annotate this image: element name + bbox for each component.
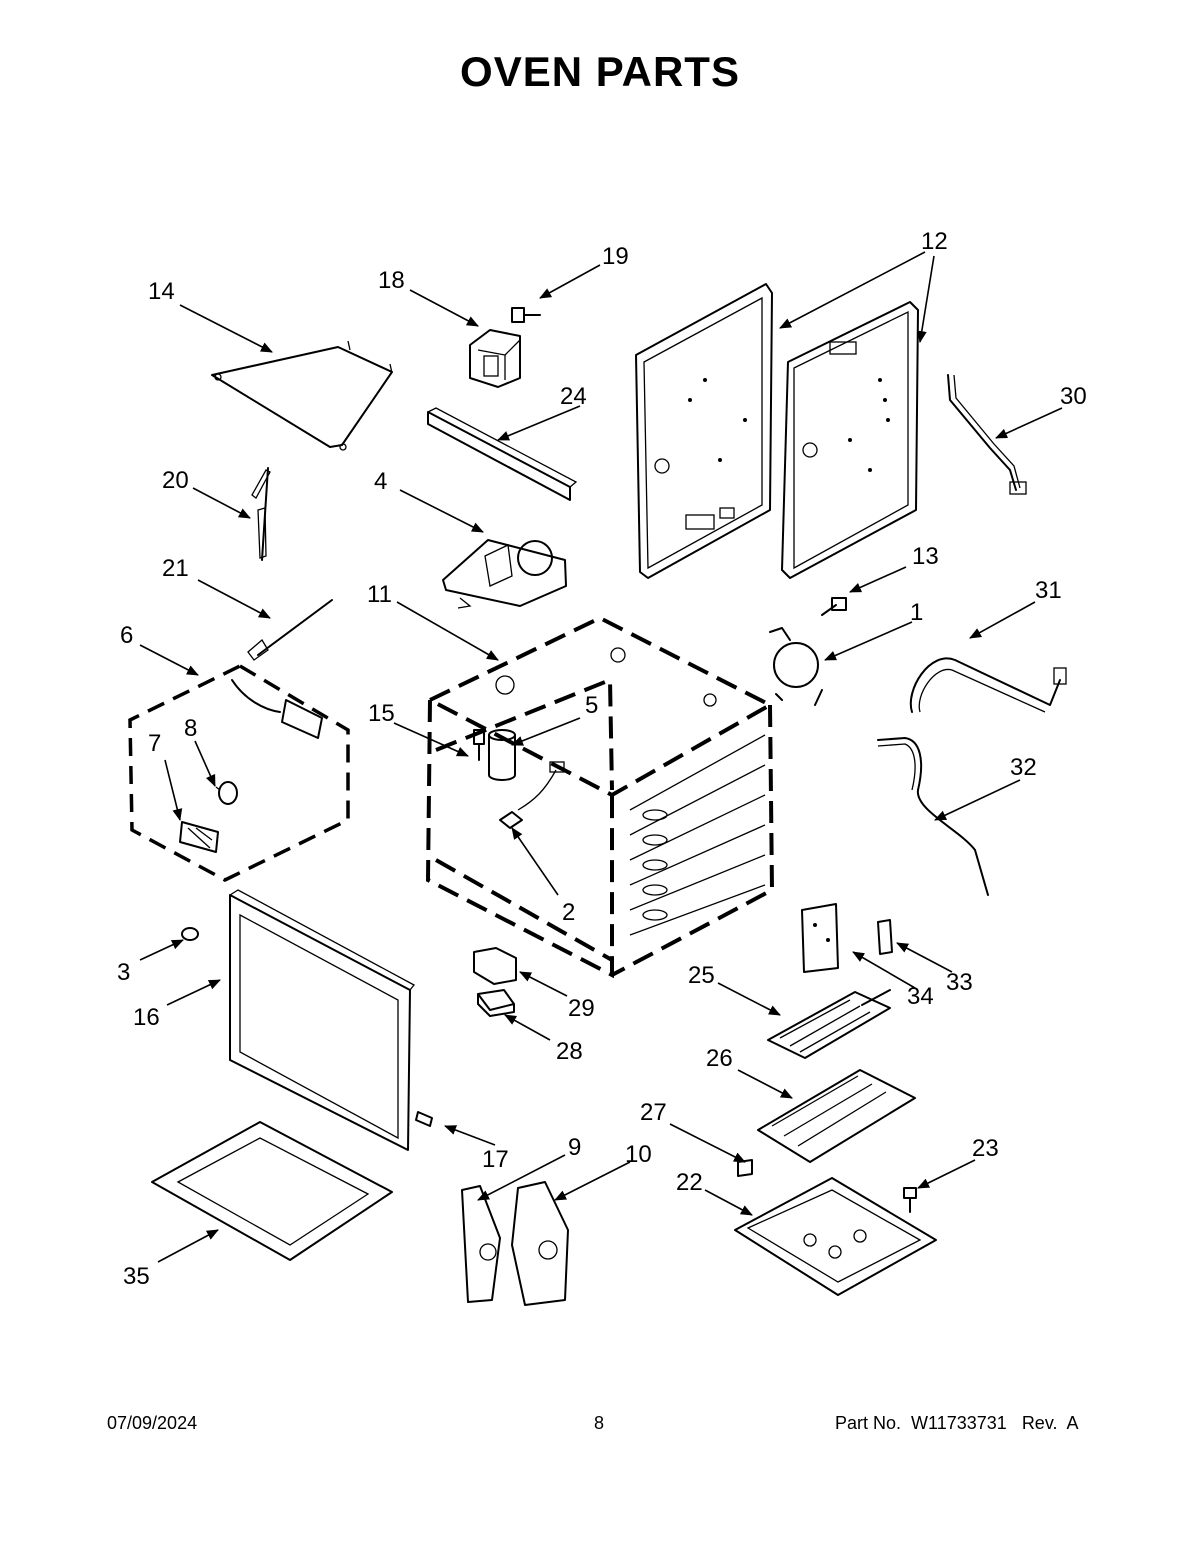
part-35-tray xyxy=(151,1121,393,1261)
part-23-screw xyxy=(903,1187,917,1213)
callout-19: 19 xyxy=(602,243,629,270)
part-31-burner-tube xyxy=(909,657,1067,713)
callout-18: 18 xyxy=(378,267,405,294)
callout-6: 6 xyxy=(120,622,133,649)
part-18-bracket xyxy=(469,329,521,388)
part-30-gas-tube xyxy=(947,374,1027,495)
part-8-lamp-socket xyxy=(215,679,323,805)
part-7-lens xyxy=(179,821,219,853)
callout-12: 12 xyxy=(921,228,948,255)
revision-label: Rev. xyxy=(1021,1413,1058,1433)
callout-33: 33 xyxy=(946,969,973,996)
part-15-screw xyxy=(473,729,485,761)
callout-5: 5 xyxy=(585,692,598,719)
part-1-flange xyxy=(769,627,823,706)
callout-17: 17 xyxy=(482,1146,509,1173)
part-6-lamp-kit-outline xyxy=(128,664,350,882)
part-13-screw xyxy=(821,597,847,616)
callout-26: 26 xyxy=(706,1045,733,1072)
part-number-value: W11733731 xyxy=(911,1413,1007,1433)
part-26-bake-burner xyxy=(757,1069,916,1163)
callout-20: 20 xyxy=(162,467,189,494)
footer-page-number: 8 xyxy=(594,1413,605,1433)
callout-22: 22 xyxy=(676,1169,703,1196)
part-9-hinge xyxy=(461,1185,501,1303)
callout-13: 13 xyxy=(912,543,939,570)
callout-14: 14 xyxy=(148,278,175,305)
callout-11: 11 xyxy=(367,581,392,608)
part-14-baffle-plate xyxy=(211,340,393,451)
callout-7: 7 xyxy=(148,730,161,757)
part-10-hinge xyxy=(511,1181,569,1306)
part-28-block xyxy=(477,989,515,1017)
part-27-clip xyxy=(737,1159,753,1177)
part-17-screw xyxy=(415,1111,433,1127)
part-2-wire-connector xyxy=(499,761,565,829)
part-5-cylinder xyxy=(488,729,516,781)
part-34-plate xyxy=(801,903,839,973)
callout-10: 10 xyxy=(625,1141,652,1168)
part-12-back-panel-front xyxy=(635,283,773,579)
part-19-screw xyxy=(511,307,541,323)
part-33-bracket xyxy=(877,919,893,955)
callout-21: 21 xyxy=(162,555,189,582)
callout-27: 27 xyxy=(640,1099,667,1126)
callout-30: 30 xyxy=(1060,383,1087,410)
part-3-bumper xyxy=(181,927,199,941)
part-29-box xyxy=(473,947,517,985)
part-4-igniter-assembly xyxy=(442,539,567,609)
callout-28: 28 xyxy=(556,1038,583,1065)
callout-2: 2 xyxy=(562,899,575,926)
revision-value: A xyxy=(1066,1413,1079,1433)
callout-labels: 1 2 3 4 5 6 7 8 9 10 11 12 13 14 15 16 1… xyxy=(117,228,1087,1290)
callout-4: 4 xyxy=(374,468,387,495)
part-20-probe xyxy=(251,467,271,561)
part-25-broil-burner xyxy=(767,989,891,1059)
part-24-rail xyxy=(427,407,578,501)
part-11-oven-cavity xyxy=(425,615,775,979)
callout-3: 3 xyxy=(117,959,130,986)
callout-31: 31 xyxy=(1035,577,1062,604)
callout-35: 35 xyxy=(123,1263,150,1290)
part-12-back-panel-rear xyxy=(781,301,919,579)
callout-15: 15 xyxy=(368,700,395,727)
callout-8: 8 xyxy=(184,715,197,742)
part-number-label: Part No. xyxy=(835,1413,902,1433)
callout-24: 24 xyxy=(560,383,587,410)
footer-part-number: Part No. W11733731 Rev. A xyxy=(835,1413,1079,1434)
part-16-door-frame xyxy=(229,889,415,1151)
callout-1: 1 xyxy=(910,599,923,626)
callout-23: 23 xyxy=(972,1135,999,1162)
part-32-gas-line xyxy=(877,737,989,896)
callout-29: 29 xyxy=(568,995,595,1022)
callout-16: 16 xyxy=(133,1004,160,1031)
callout-25: 25 xyxy=(688,962,715,989)
footer-date: 07/09/2024 xyxy=(107,1413,198,1433)
page-title: OVEN PARTS xyxy=(460,48,740,95)
callout-34: 34 xyxy=(907,983,934,1010)
part-21-rod xyxy=(247,599,333,661)
leader-lines xyxy=(139,251,1063,1263)
part-22-burner-pan xyxy=(734,1177,937,1296)
callout-32: 32 xyxy=(1010,754,1037,781)
callout-9: 9 xyxy=(568,1134,581,1161)
